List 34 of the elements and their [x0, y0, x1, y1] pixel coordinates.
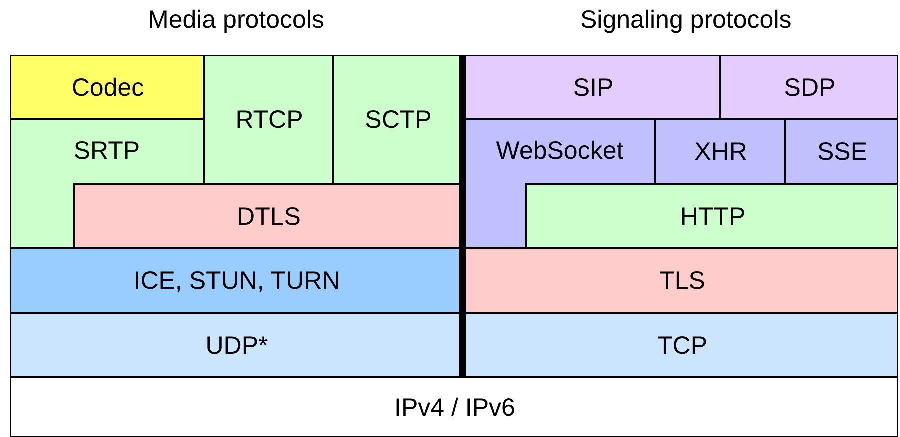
protocol-name: SCTP [365, 106, 432, 135]
protocol-layer [74, 184, 462, 248]
protocol-layer [655, 119, 785, 184]
protocol-layer [785, 119, 898, 184]
protocol-name: UDP* [206, 332, 268, 360]
protocol-layer [465, 313, 898, 377]
protocol-name: SSE [817, 138, 868, 167]
protocol-name: RTCP [236, 106, 304, 135]
protocol-name: SDP [784, 74, 836, 102]
protocol-layer [10, 119, 204, 248]
protocol-name: IPv4 / IPv6 [394, 394, 516, 422]
protocol-layer [465, 248, 898, 313]
protocol-layer [204, 55, 333, 184]
protocol-name: XHR [694, 138, 748, 167]
protocol-layer [333, 55, 462, 184]
protocol-name: ICE, STUN, TURN [134, 267, 340, 296]
protocol-layer [10, 55, 204, 119]
protocol-name: TLS [660, 267, 706, 296]
protocol-layer [10, 377, 898, 437]
protocol-name: Codec [72, 74, 144, 102]
protocol-layer [526, 184, 898, 248]
protocol-name: DTLS [237, 202, 301, 232]
protocol-layer [465, 55, 720, 119]
column-heading: Media protocols [148, 6, 324, 35]
protocol-layer [10, 313, 462, 377]
protocol-name: WebSocket [496, 137, 624, 166]
protocol-name: HTTP [680, 202, 746, 232]
protocol-name: SRTP [74, 137, 140, 166]
protocol-layer [10, 248, 462, 313]
protocol-layer [465, 119, 655, 248]
column-heading: Signaling protocols [580, 6, 792, 35]
protocol-name: SIP [573, 74, 614, 102]
protocol-name: TCP [658, 332, 708, 360]
protocol-layer [720, 55, 898, 119]
